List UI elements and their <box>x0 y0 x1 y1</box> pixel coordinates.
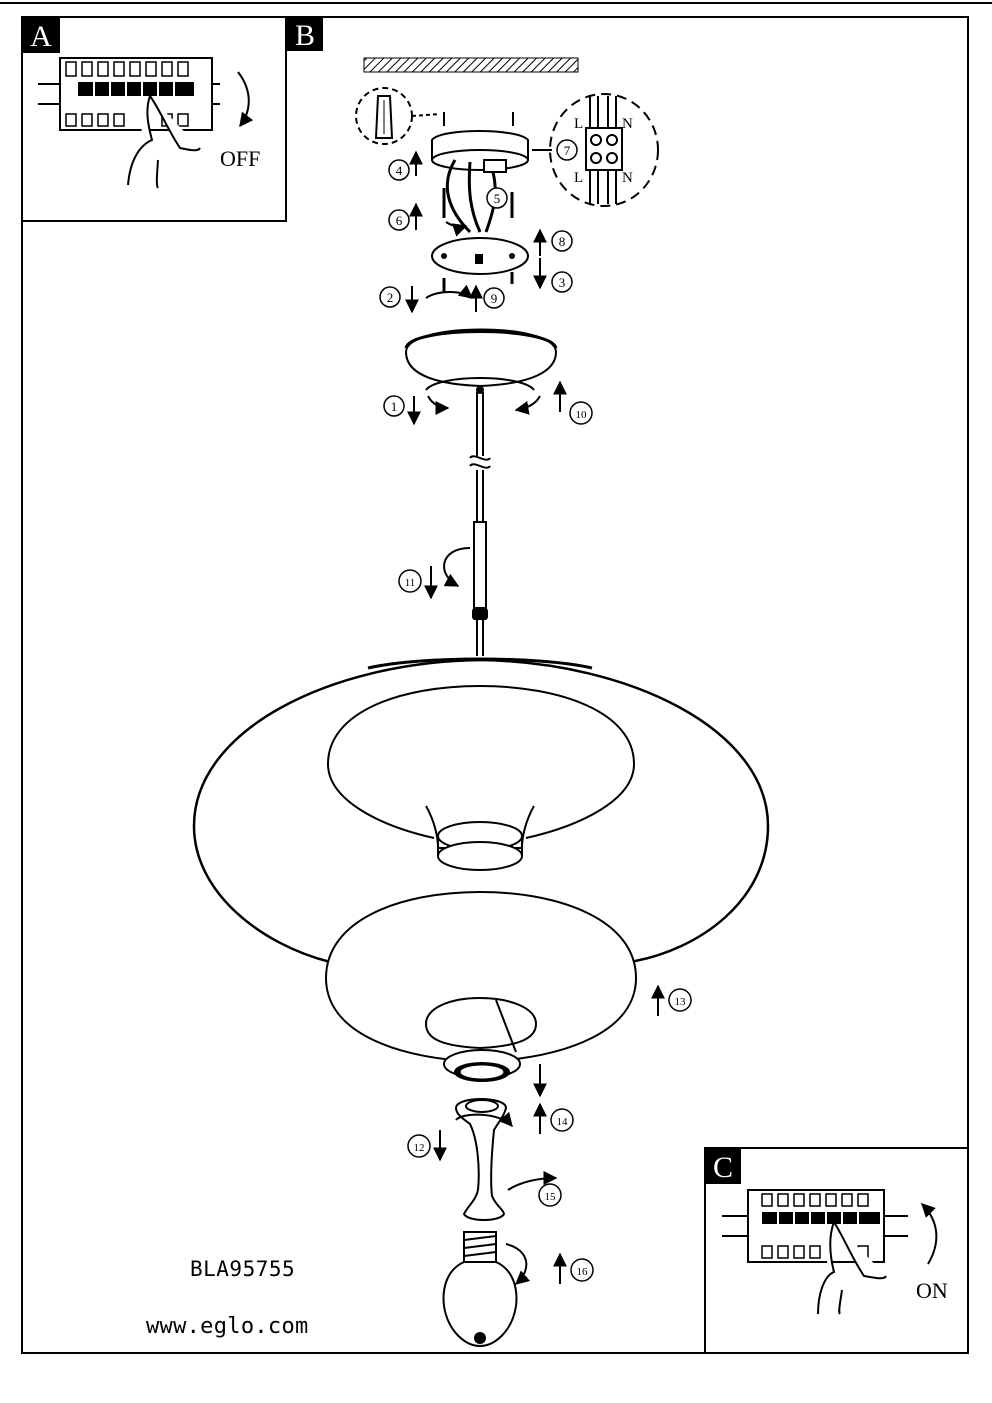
step-7-label: 7 <box>564 143 571 158</box>
step-6-label: 6 <box>396 213 403 228</box>
panel-a-letter: A <box>30 20 52 53</box>
terminal-neutral-label-top: N <box>622 116 633 132</box>
step-9-label: 9 <box>491 291 498 306</box>
circuit-breaker-icon <box>38 57 220 131</box>
panel-a-action-label: OFF <box>220 146 260 171</box>
retaining-ring <box>454 1098 558 1221</box>
rotate-up-arrow-icon <box>921 1203 938 1265</box>
step-15-label: 15 <box>545 1191 557 1203</box>
step-12-label: 12 <box>414 1142 425 1154</box>
light-bulb-icon <box>442 1231 531 1348</box>
inner-shade <box>324 890 638 1082</box>
panel-b-frame <box>21 16 969 1354</box>
rotate-down-arrow-icon <box>237 71 254 128</box>
terminal-neutral-label-bottom: N <box>622 170 633 186</box>
model-code: BLA95755 <box>190 1257 296 1281</box>
step-4-label: 4 <box>396 163 403 178</box>
hand-icon <box>817 1221 887 1315</box>
ceiling-hatch <box>363 57 579 73</box>
step-8-label: 8 <box>559 234 566 249</box>
step-11-label: 11 <box>405 577 416 589</box>
website-link[interactable]: www.eglo.com <box>146 1314 309 1339</box>
rotate-plate-arrow-icon <box>425 284 474 299</box>
step-5-label: 5 <box>494 191 501 206</box>
panel-a: A OFF <box>21 16 287 222</box>
terminal-live-label-bottom: L <box>574 170 583 186</box>
step-16-label: 16 <box>577 1266 589 1278</box>
panel-c-letter: C <box>713 1151 733 1184</box>
step-2-label: 2 <box>387 290 394 305</box>
circuit-breaker-icon <box>722 1189 908 1263</box>
panel-b-tab <box>287 17 323 51</box>
step-1-label: 1 <box>391 399 398 414</box>
panel-c-action-label: ON <box>916 1278 948 1303</box>
terminal-live-label-top: L <box>574 116 583 132</box>
outer-shade <box>192 657 770 964</box>
ceiling-canopy <box>431 130 529 234</box>
step-3-label: 3 <box>559 275 566 290</box>
terminal-block-detail: L N L N <box>532 93 659 207</box>
step-markers: 1 2 3 4 5 6 7 8 9 10 11 12 13 14 15 16 <box>379 139 692 1284</box>
mounting-plate <box>431 237 529 292</box>
wall-plug-detail <box>355 87 514 145</box>
step-13-label: 13 <box>675 996 687 1008</box>
rotate-cable-arrow-icon <box>443 547 471 587</box>
suspension-cable <box>443 392 491 656</box>
step-10-label: 10 <box>576 409 588 421</box>
canopy-cover <box>404 328 558 415</box>
hand-icon <box>127 95 201 189</box>
panel-c: C ON <box>704 1147 969 1354</box>
panel-b-letter: B <box>295 19 315 52</box>
step-14-label: 14 <box>557 1116 569 1128</box>
